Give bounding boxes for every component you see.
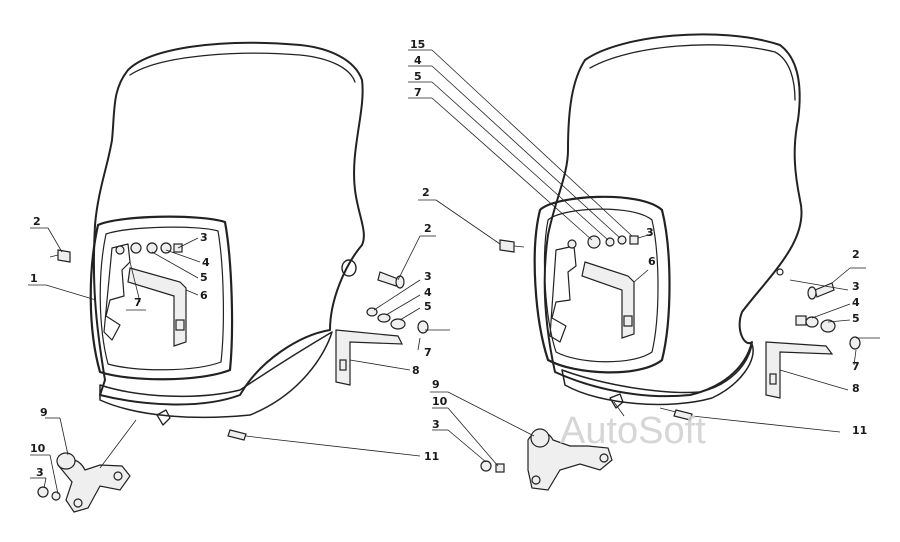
callout-label: 2 bbox=[422, 186, 430, 199]
callout-label: 7 bbox=[852, 360, 860, 373]
callout-label: 9 bbox=[40, 406, 48, 419]
callout-label: 4 bbox=[414, 54, 422, 67]
callout-label: 5 bbox=[424, 300, 432, 313]
callout-label: 2 bbox=[852, 248, 860, 261]
callout-label: 8 bbox=[412, 364, 420, 377]
callout-label: 3 bbox=[646, 226, 654, 239]
callout-label: 2 bbox=[424, 222, 432, 235]
callout-label: 5 bbox=[200, 271, 208, 284]
callout-label: 7 bbox=[134, 296, 142, 309]
right-fairing bbox=[533, 33, 803, 409]
callout-label: 3 bbox=[36, 466, 44, 479]
watermark: AutoSoft bbox=[560, 410, 706, 452]
callout-label: 3 bbox=[432, 418, 440, 431]
callout-label: 7 bbox=[424, 346, 432, 359]
callout-label: 3 bbox=[200, 231, 208, 244]
left-callout-labels: 2 1 3 4 5 6 7 2 3 4 5 7 8 9 10 3 11 bbox=[30, 215, 439, 479]
callout-label: 10 bbox=[432, 395, 448, 408]
right-loose-parts bbox=[480, 239, 861, 491]
callout-label: 2 bbox=[33, 215, 41, 228]
callout-label: 6 bbox=[648, 255, 656, 268]
callout-label: 6 bbox=[200, 289, 208, 302]
left-loose-parts bbox=[37, 249, 429, 513]
callout-label: 4 bbox=[424, 286, 432, 299]
callout-label: 9 bbox=[432, 378, 440, 391]
callout-label: 7 bbox=[414, 86, 422, 99]
callout-label: 1 bbox=[30, 272, 38, 285]
leader-lines-left bbox=[28, 227, 450, 495]
callout-label: 11 bbox=[852, 424, 867, 437]
callout-label: 5 bbox=[414, 70, 422, 83]
callout-label: 3 bbox=[424, 270, 432, 283]
left-fairing bbox=[89, 41, 365, 426]
callout-label: 15 bbox=[410, 38, 425, 51]
callout-label: 4 bbox=[202, 256, 210, 269]
callout-label: 11 bbox=[424, 450, 439, 463]
callout-label: 4 bbox=[852, 296, 860, 309]
callout-label: 3 bbox=[852, 280, 860, 293]
callout-label: 5 bbox=[852, 312, 860, 325]
right-callout-labels: 15 4 5 7 2 3 6 2 3 4 5 7 8 9 10 3 11 bbox=[410, 38, 867, 437]
callout-label: 8 bbox=[852, 382, 860, 395]
callout-label: 10 bbox=[30, 442, 46, 455]
leader-lines-right bbox=[408, 49, 880, 467]
